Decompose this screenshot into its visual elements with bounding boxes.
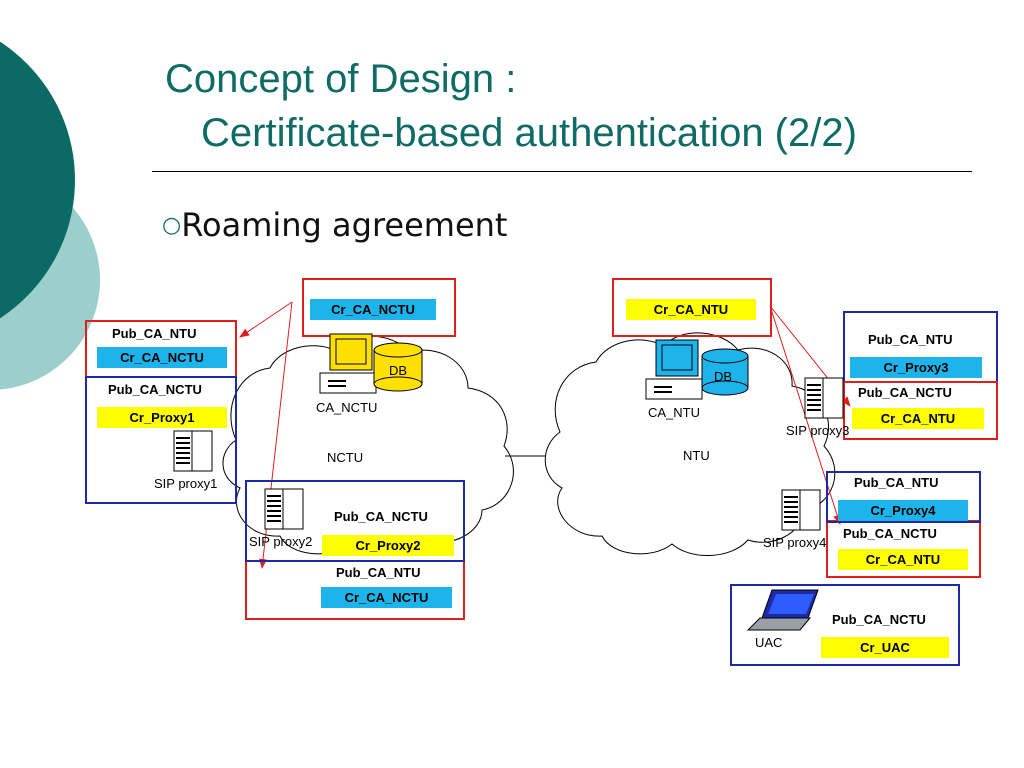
proxy2-top-cert: Cr_Proxy2 <box>322 535 454 556</box>
ca-ntu-db-label: DB <box>714 369 733 384</box>
proxy3-bottom-box <box>843 381 998 440</box>
proxy1-bottom-pub: Pub_CA_NCTU <box>108 382 202 397</box>
proxy3-bottom-cert: Cr_CA_NTU <box>852 408 984 429</box>
proxy1-label: SIP proxy1 <box>154 476 218 491</box>
proxy4-top-cert: Cr_Proxy4 <box>838 500 968 521</box>
server-icon <box>264 488 304 530</box>
title-line-2: Certificate-based authentication (2/2) <box>201 111 857 155</box>
uac-label: UAC <box>755 635 783 650</box>
proxy4-top-pub: Pub_CA_NTU <box>854 475 939 490</box>
proxy4-label: SIP proxy4 <box>763 535 827 550</box>
bullet-mark: ○ <box>162 213 182 238</box>
proxy4-bottom-pub: Pub_CA_NCTU <box>843 526 937 541</box>
proxy1-bottom-box <box>85 376 237 504</box>
proxy2-bottom-pub: Pub_CA_NTU <box>336 565 421 580</box>
proxy3-bottom-pub: Pub_CA_NCTU <box>858 385 952 400</box>
laptop-icon <box>746 589 819 631</box>
ca-nctu-label: CA_NCTU <box>316 400 378 415</box>
title-line-1: Concept of Design : <box>165 57 517 101</box>
proxy3-top-pub: Pub_CA_NTU <box>868 332 953 347</box>
proxy4-bottom-cert: Cr_CA_NTU <box>838 549 968 570</box>
server-icon <box>781 489 821 531</box>
proxy1-top-cert: Cr_CA_NCTU <box>97 347 227 368</box>
server-icon <box>804 377 844 419</box>
arrow-nctu-to-proxy1 <box>239 301 293 338</box>
ntu-cloud <box>544 332 836 556</box>
proxy2-bottom-cert: Cr_CA_NCTU <box>321 587 452 608</box>
database-icon <box>373 342 423 392</box>
nctu-cloud-label: NCTU <box>327 450 364 465</box>
bullet-roaming: ○Roaming agreement <box>162 206 507 244</box>
proxy3-top-cert: Cr_Proxy3 <box>850 357 982 378</box>
computer-icon <box>319 333 377 394</box>
uac-cert: Cr_UAC <box>821 637 949 658</box>
ca-nctu-db-label: DB <box>389 363 408 378</box>
ca-ntu-cert-box <box>612 278 772 337</box>
server-icon <box>173 430 213 472</box>
proxy2-top-pub: Pub_CA_NCTU <box>334 509 428 524</box>
proxy2-label: SIP proxy2 <box>249 534 313 549</box>
database-icon <box>701 348 749 396</box>
proxy2-top-box <box>245 480 465 562</box>
computer-icon <box>645 339 703 400</box>
ca-ntu-cert-tag: Cr_CA_NTU <box>626 299 756 320</box>
proxy1-top-pub: Pub_CA_NTU <box>112 326 197 341</box>
ntu-cloud-label: NTU <box>683 448 710 463</box>
proxy3-label: SIP proxy3 <box>786 423 850 438</box>
title-divider <box>152 171 972 172</box>
deco-dark-circle <box>0 41 75 319</box>
ca-nctu-cert-tag: Cr_CA_NCTU <box>310 299 436 320</box>
ca-nctu-cert-box <box>302 278 456 337</box>
proxy4-top-box <box>826 471 981 523</box>
ca-ntu-label: CA_NTU <box>648 405 701 420</box>
proxy1-bottom-cert: Cr_Proxy1 <box>97 407 227 428</box>
uac-pub: Pub_CA_NCTU <box>832 612 926 627</box>
uac-box <box>730 584 960 666</box>
bullet-text: Roaming agreement <box>181 206 508 244</box>
slide-title: Concept of Design : Certificate-based au… <box>165 52 857 160</box>
